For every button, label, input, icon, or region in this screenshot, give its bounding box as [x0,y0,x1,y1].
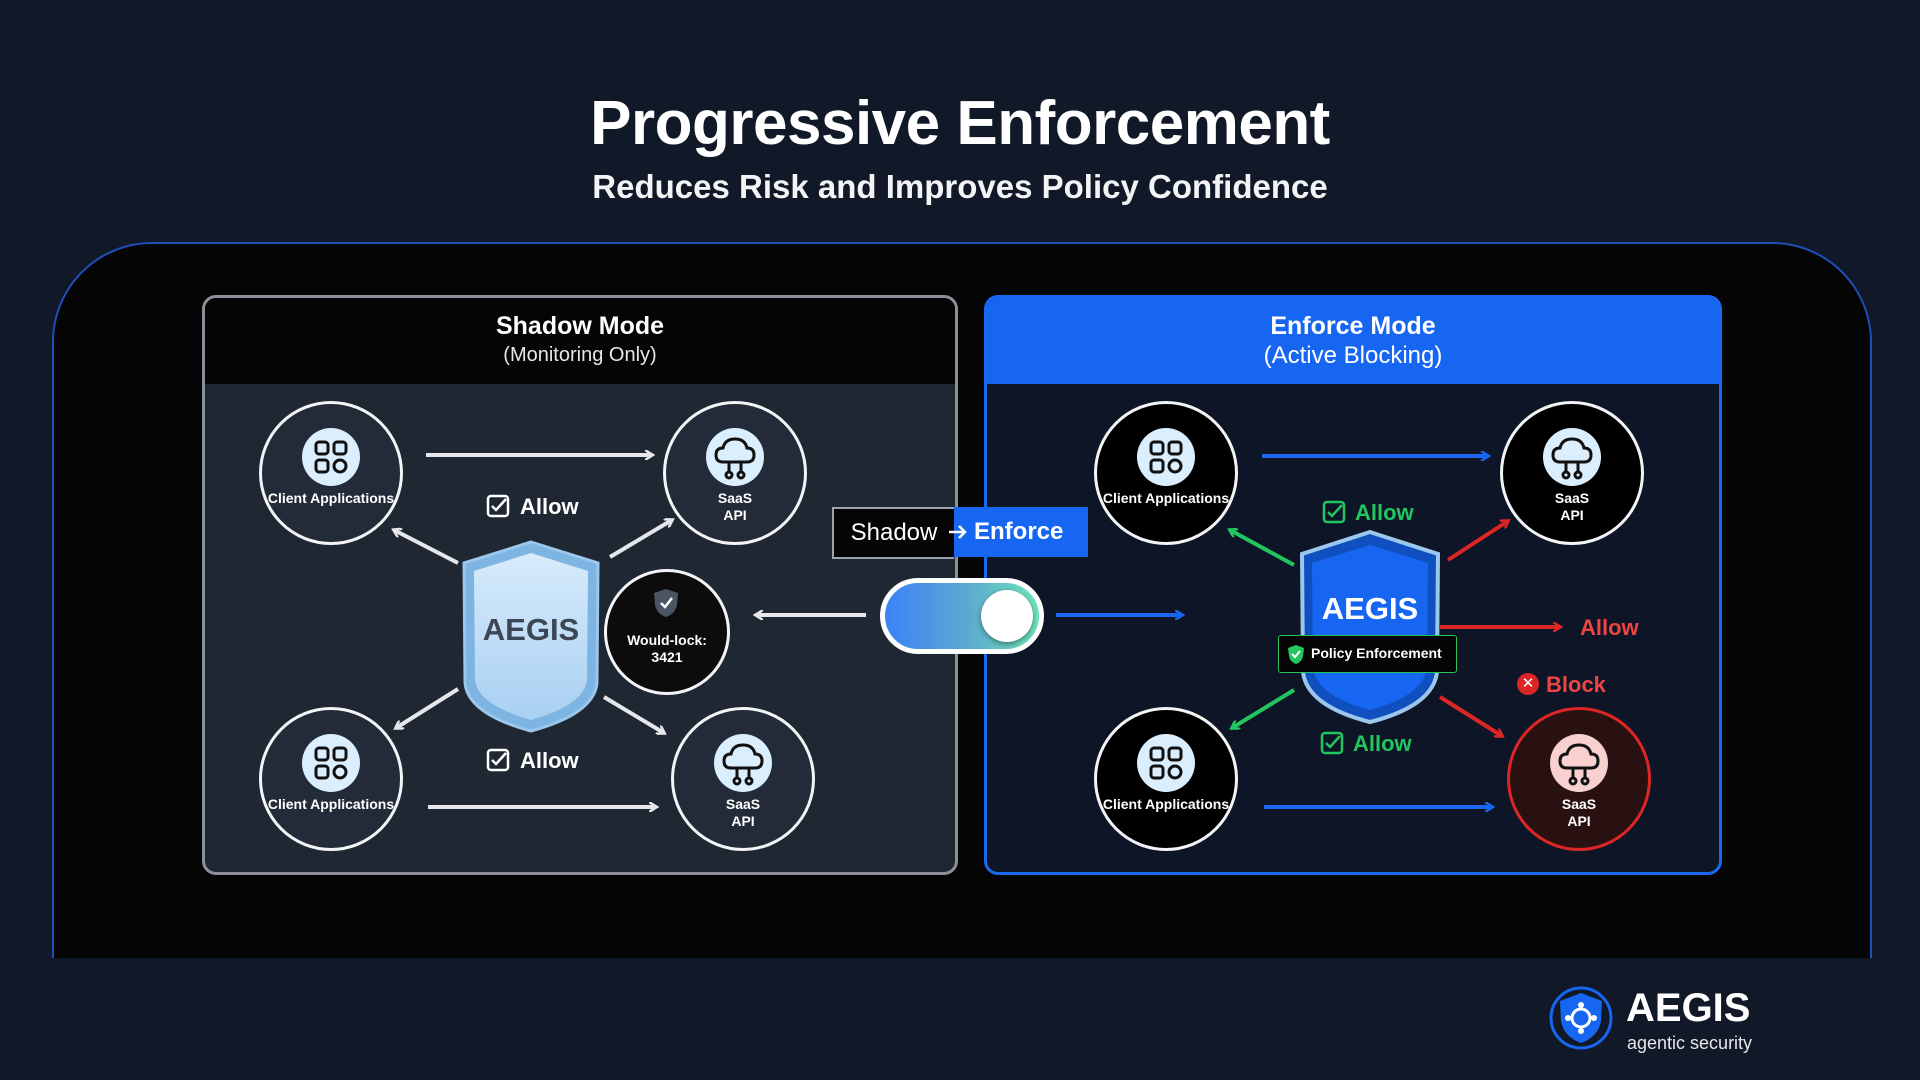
enforce-allow-top-label: Allow [1355,500,1414,525]
checkbox-icon [1322,500,1346,524]
arrow-shadow-shield-client-bottom [396,687,460,728]
arrow-shadow-shield-saas-top [608,520,672,559]
node-label: Client Applications [1102,796,1230,812]
would-block-counter: Would-lock: 3421 [604,569,730,695]
shadow-panel-title: Shadow Mode [495,312,665,340]
shadow-shield-label: AEGIS [482,612,580,647]
brand-tagline: agentic security [1627,1033,1753,1053]
shadow-allow-top-label: Allow [520,494,579,519]
arrow-shadow-shield-saas-bottom [602,695,664,733]
toggle-knob[interactable] [981,590,1033,642]
shadow-client-top-node: Client Applications [259,401,403,545]
enforce-allow-bottom-label: Allow [1353,731,1412,756]
cloud-network-icon [1543,428,1601,486]
aegis-shield-shadow [462,540,600,733]
page-title: Progressive Enforcement [590,89,1330,158]
shadow-saas-bottom-node: SaaS API [671,707,815,851]
checkbox-icon [486,748,510,772]
enforce-block-label: Block [1546,672,1606,697]
mode-label-enforce: Enforce [954,507,1088,557]
cloud-network-icon [714,734,772,792]
checkbox-icon [486,494,510,518]
arrow-right-icon [949,525,967,539]
arrow-enforce-shield-client-top [1230,530,1295,567]
checkbox-icon [1320,731,1344,755]
enforce-panel-header: Enforce Mode (Active Blocking) [987,298,1719,384]
arrow-enforce-shield-client-bottom [1232,688,1296,728]
arrow-shadow-shield-client-top [394,530,459,565]
cloud-network-icon [1550,734,1608,792]
enforce-client-top-node: Client Applications [1094,401,1238,545]
aegis-shield-enforce [1299,529,1441,725]
shadow-panel-subtitle: (Monitoring Only) [503,344,657,366]
shadow-panel-header: Shadow Mode (Monitoring Only) [205,298,955,384]
page-subtitle: Reduces Risk and Improves Policy Confide… [592,168,1328,205]
shadow-saas-top-node: SaaS API [663,401,807,545]
node-label: Client Applications [267,796,395,812]
node-label: SaaS API [717,490,753,523]
enforce-saas-bottom-node-blocked: SaaS API [1507,707,1651,851]
shadow-allow-bottom-label: Allow [520,748,579,773]
policy-enforcement-badge: Policy Enforcement [1278,635,1457,673]
arrow-enforce-shield-saas-bottom [1438,695,1502,736]
shield-check-icon [1288,645,1304,664]
node-label: Client Applications [1102,490,1230,506]
enforce-client-bottom-node: Client Applications [1094,707,1238,851]
shadow-client-bottom-node: Client Applications [259,707,403,851]
enforce-saas-top-node: SaaS API [1500,401,1644,545]
node-label: Client Applications [267,490,395,506]
apps-grid-icon [302,428,360,486]
node-label: SaaS API [1554,490,1590,523]
apps-grid-icon [1137,428,1195,486]
node-label: SaaS API [725,796,761,829]
enforce-panel-subtitle: (Active Blocking) [1263,342,1443,369]
node-label: SaaS API [1561,796,1597,829]
enforce-panel-title: Enforce Mode [1270,312,1436,340]
aegis-logo-icon [1549,986,1613,1050]
close-icon: ✕ [1517,673,1539,695]
apps-grid-icon [302,734,360,792]
mode-toggle-switch[interactable] [880,578,1044,654]
enforce-shield-label: AEGIS [1321,591,1419,626]
cloud-network-icon [706,428,764,486]
shield-check-icon [654,589,678,617]
policy-enforcement-text: Policy Enforcement [1311,645,1442,661]
apps-grid-icon [1137,734,1195,792]
brand-name: AEGIS [1626,986,1751,1030]
mode-label-shadow: Shadow [832,507,954,559]
enforce-allow-right-label: Allow [1580,615,1639,640]
arrow-enforce-shield-saas-top [1446,521,1508,562]
would-block-text: Would-lock: 3421 [627,632,707,665]
